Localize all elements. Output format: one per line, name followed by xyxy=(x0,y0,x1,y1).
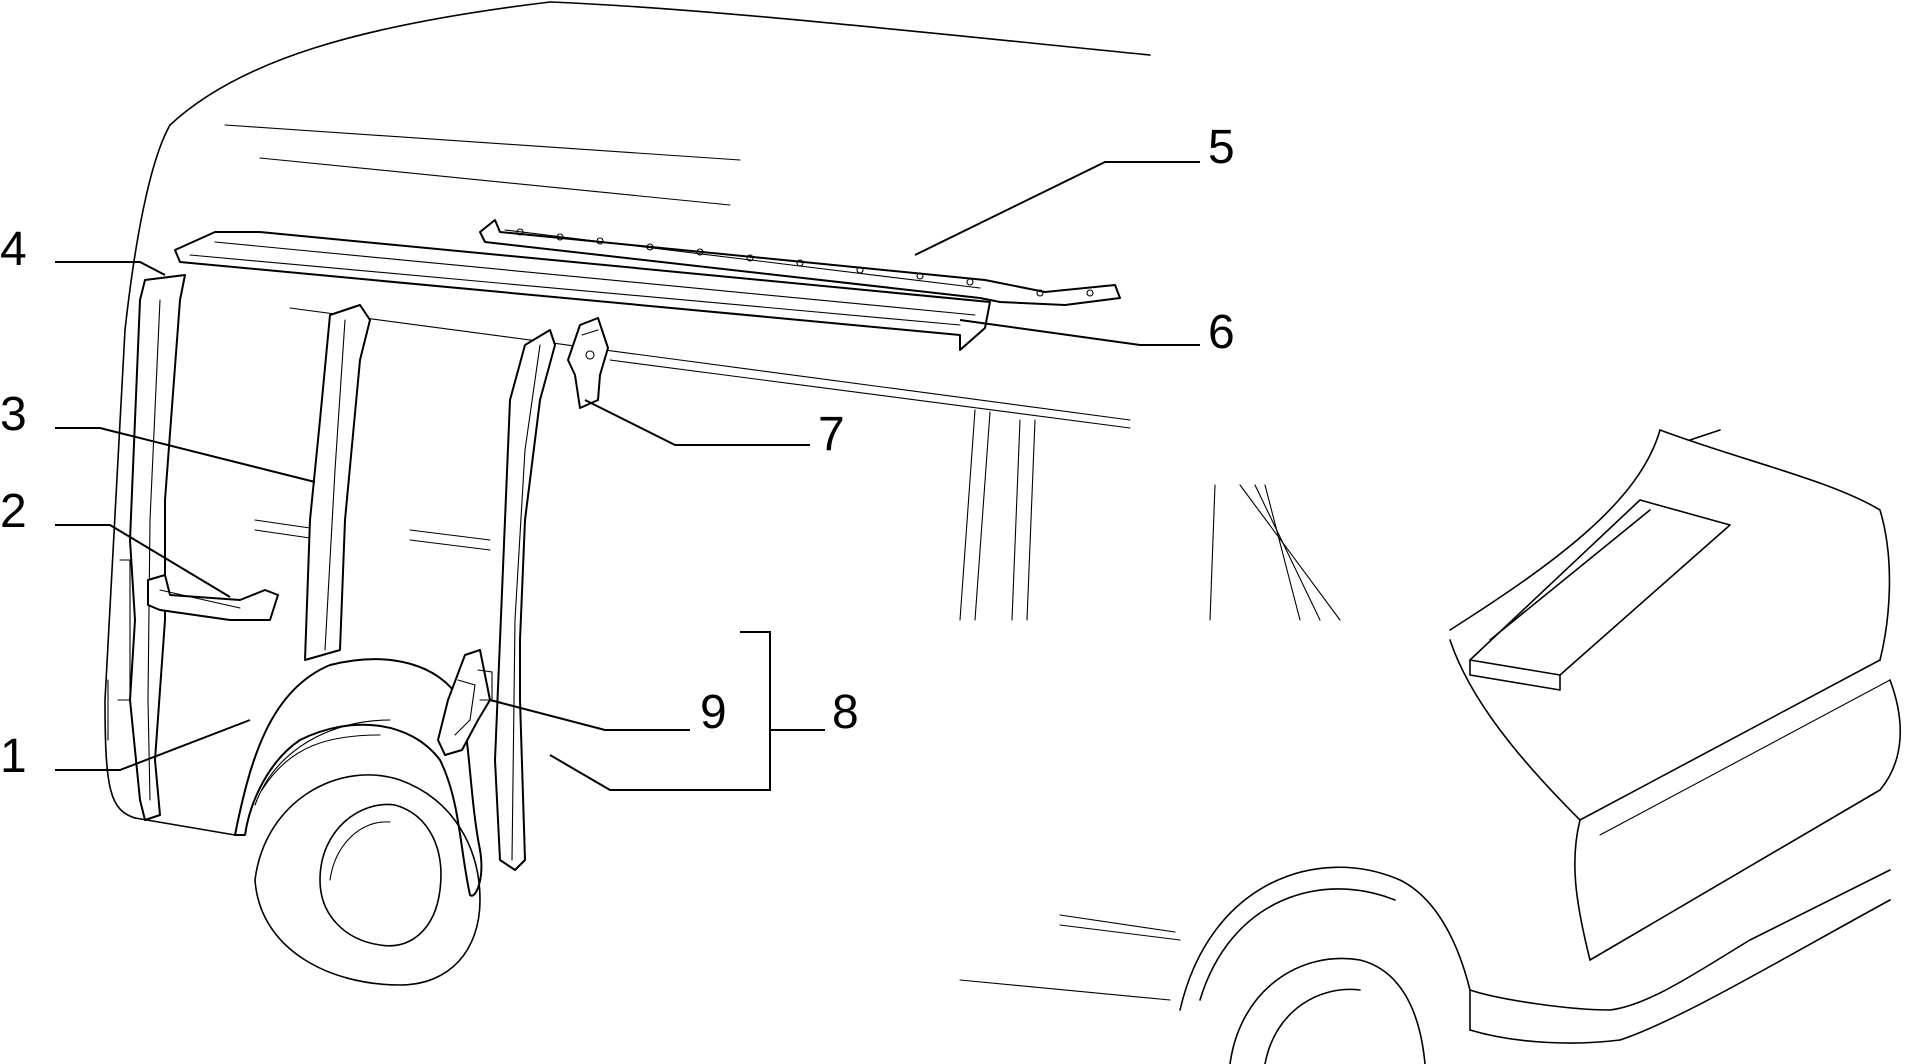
pillar-part-4 xyxy=(107,274,186,821)
callout-6: 6 xyxy=(1208,306,1235,359)
front-wheel xyxy=(254,774,481,986)
leader-2 xyxy=(55,524,231,598)
roof-rail-part-5 xyxy=(479,219,1121,306)
roof-rail-part-6 xyxy=(174,231,991,351)
callout-labels: 4 3 2 1 5 6 7 9 8 xyxy=(0,121,1235,783)
callout-7: 7 xyxy=(818,408,845,461)
leader-5 xyxy=(914,161,1200,256)
callout-4: 4 xyxy=(0,223,27,276)
wheel-arch-part xyxy=(234,658,483,897)
leader-lines xyxy=(55,161,1200,791)
bracket-part-2 xyxy=(147,574,279,621)
callout-3: 3 xyxy=(0,388,27,441)
leader-9 xyxy=(489,699,690,731)
callout-8: 8 xyxy=(832,686,859,739)
leader-6 xyxy=(959,319,1200,346)
pillar-part-3 xyxy=(304,304,371,661)
callout-9: 9 xyxy=(700,686,727,739)
van-body-outline xyxy=(104,1,1341,836)
callout-5: 5 xyxy=(1208,121,1235,174)
leader-7 xyxy=(584,399,810,446)
rear-van-outline xyxy=(959,429,1902,1064)
leader-4 xyxy=(55,261,166,276)
pillar-part-8 xyxy=(494,329,556,871)
latch-part-9 xyxy=(437,649,493,756)
bracket-8 xyxy=(549,631,771,791)
bracket-part-7 xyxy=(567,317,609,409)
leader-3 xyxy=(55,427,316,483)
callout-2: 2 xyxy=(0,485,27,538)
callout-1: 1 xyxy=(0,730,27,783)
leader-1 xyxy=(55,719,251,771)
